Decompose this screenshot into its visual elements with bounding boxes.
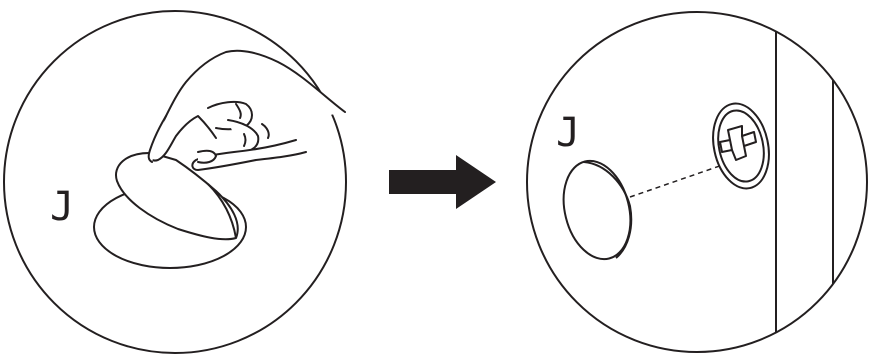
screw-head-icon bbox=[712, 102, 770, 190]
step-1-part-label: J bbox=[50, 184, 74, 230]
cover-cap-icon bbox=[562, 159, 633, 261]
step-2-part-label: J bbox=[556, 110, 580, 156]
step-2-circle bbox=[526, 11, 868, 353]
step-2-panel: J bbox=[526, 11, 868, 353]
step-1-panel: J bbox=[3, 10, 347, 354]
step-2-circle-bg bbox=[527, 12, 867, 352]
hand-icon bbox=[147, 49, 346, 171]
right-arrow-icon bbox=[389, 155, 496, 209]
flap-curl-line bbox=[207, 183, 237, 239]
